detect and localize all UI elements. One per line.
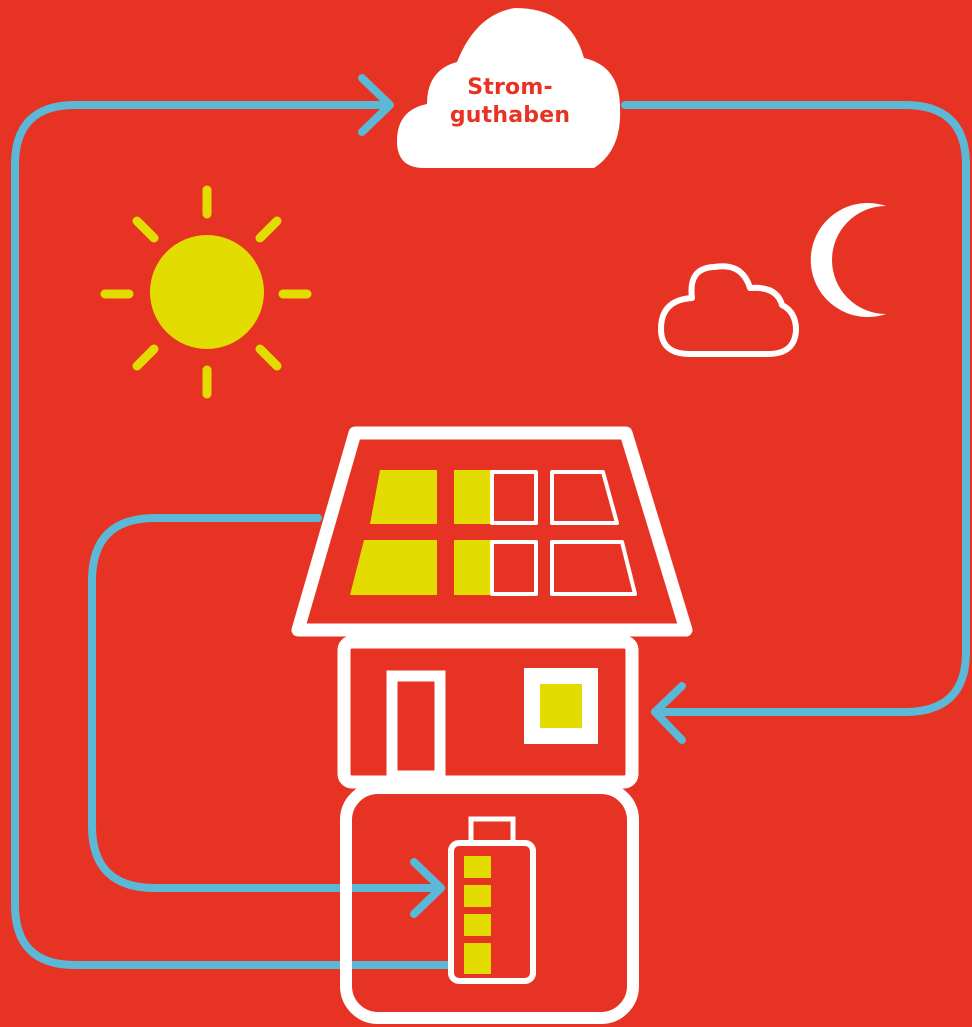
credit-cloud-label-line1: Strom- <box>430 74 590 102</box>
sun-disc <box>150 235 264 349</box>
credit-cloud-label: Strom- guthaben <box>430 74 590 130</box>
house-window-light <box>540 684 582 728</box>
battery-charge-segments <box>464 856 491 974</box>
credit-cloud-label-line2: guthaben <box>430 102 590 130</box>
